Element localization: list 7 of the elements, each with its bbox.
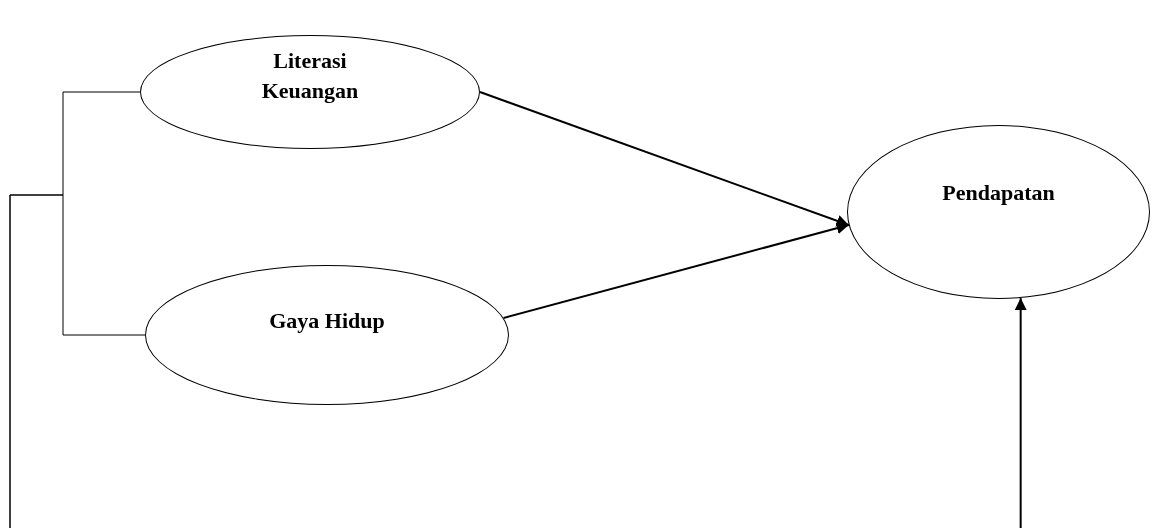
arrow [479,91,850,227]
arrow [1014,297,1027,528]
arrow [502,222,850,319]
node-label: Pendapatan [941,179,1056,207]
node-label: Literasi Keuangan [260,47,360,105]
node-label: Gaya Hidup [268,307,386,335]
connector-line [9,194,146,528]
